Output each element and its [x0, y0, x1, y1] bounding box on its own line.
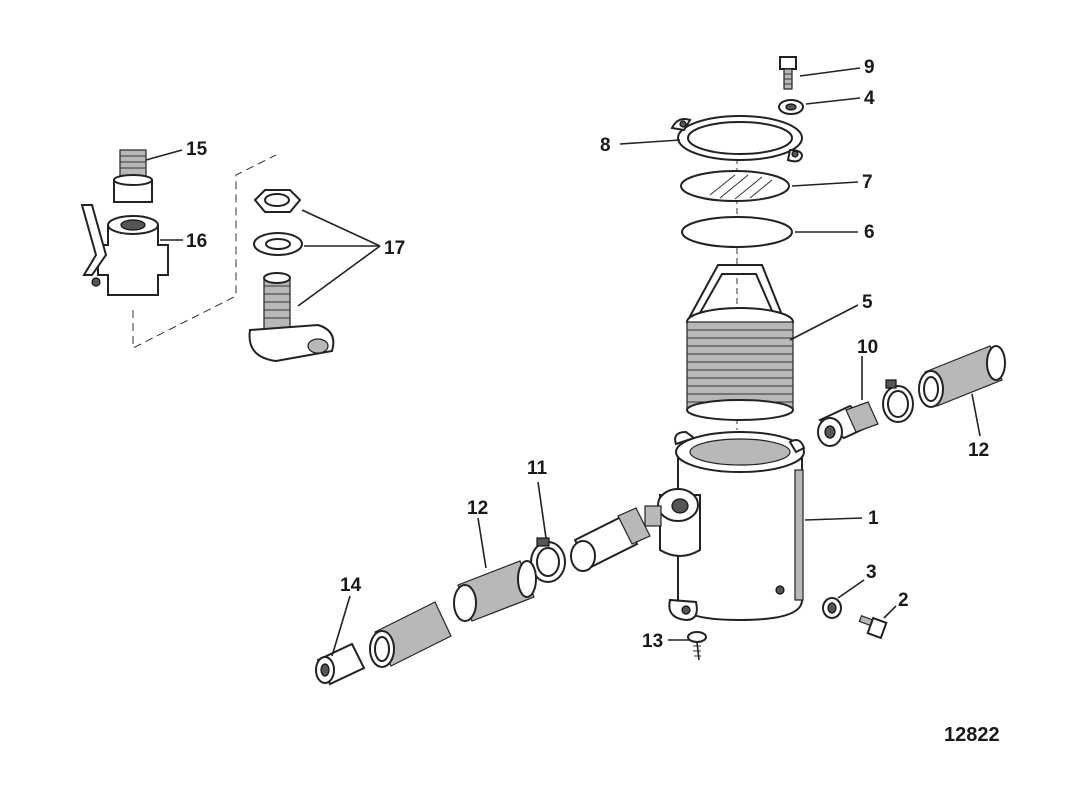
callout-4: 4 [864, 88, 875, 109]
callout-5: 5 [862, 292, 873, 313]
part-15-pipe-nipple [113, 149, 153, 203]
dashed-connector [132, 154, 277, 349]
part-3-lock-washer [822, 597, 842, 619]
callout-7: 7 [862, 172, 873, 193]
part-16-ball-valve [80, 204, 169, 296]
callout-8: 8 [600, 135, 611, 156]
callout-16: 16 [186, 231, 207, 252]
callout-11: 11 [527, 458, 548, 479]
callout-17: 17 [384, 238, 405, 259]
callout-1: 1 [868, 508, 879, 529]
part-hose-clamp-right [882, 379, 914, 423]
part-12-hose-left [453, 560, 537, 622]
callout-6: 6 [864, 222, 875, 243]
leader-lines [145, 67, 981, 657]
part-11-hose-clamp [530, 537, 566, 583]
part-17-nut [253, 189, 302, 213]
part-13-screw [687, 631, 707, 661]
callout-9: 9 [864, 57, 875, 78]
callout-14: 14 [340, 575, 362, 596]
part-5-strainer-basket [686, 264, 794, 421]
callout-3: 3 [866, 562, 877, 583]
figure-number: 12822 [944, 724, 1000, 746]
part-8-cover-ring [670, 115, 804, 163]
callout-10: 10 [857, 337, 878, 358]
callout-12-right: 12 [968, 440, 989, 461]
part-17-washer [253, 232, 303, 256]
callout-15: 15 [186, 139, 208, 160]
part-hose-section [369, 601, 452, 668]
part-17-thru-hull-fitting [248, 272, 335, 363]
part-14-hose-barb [315, 642, 366, 686]
part-7-sight-glass [680, 170, 790, 202]
part-6-o-ring [681, 216, 793, 248]
part-4-washer [778, 99, 804, 115]
part-1-strainer-body [657, 430, 806, 622]
callout-2: 2 [898, 590, 909, 611]
part-2-bolt [858, 615, 888, 640]
part-9-bolt [779, 56, 797, 90]
callout-12-left: 12 [467, 498, 488, 519]
part-hose-fitting-left [570, 505, 662, 572]
callout-13: 13 [642, 631, 663, 652]
part-10-hose-fitting [817, 401, 879, 447]
part-12-hose-right [918, 345, 1006, 408]
